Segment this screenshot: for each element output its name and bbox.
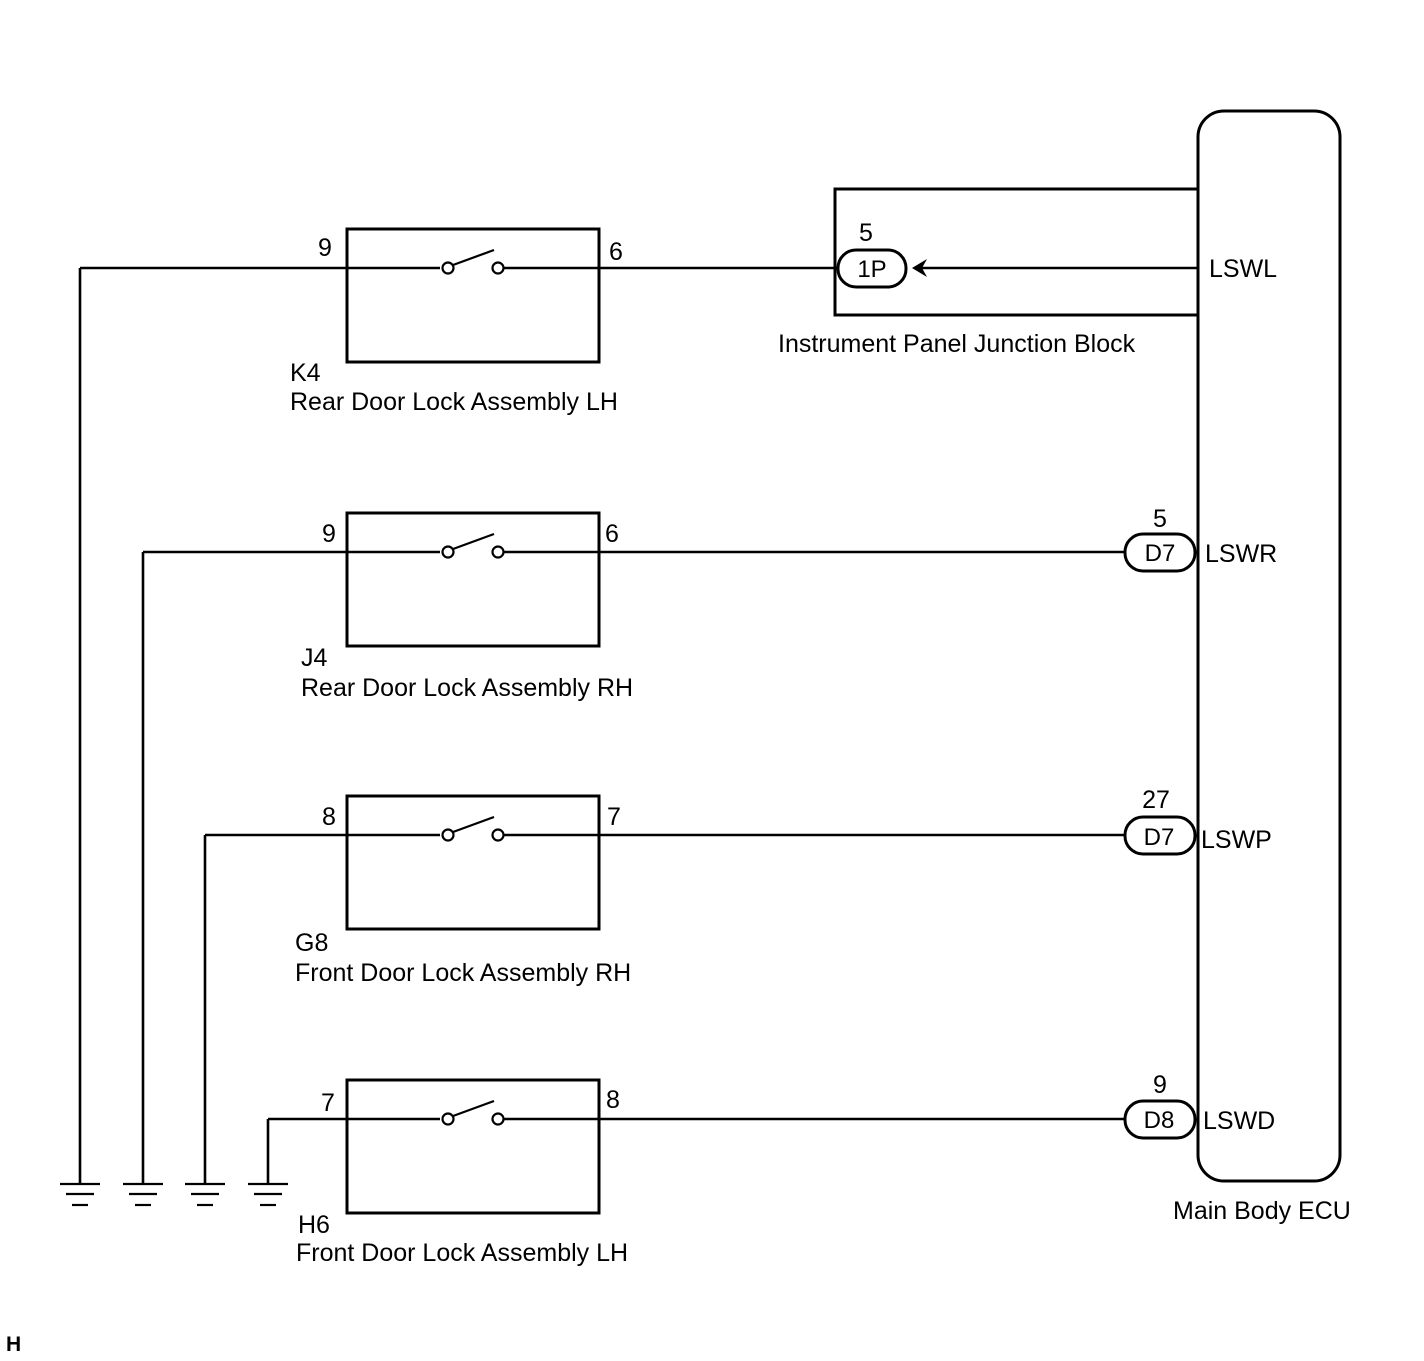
junction-block-name: Instrument Panel Junction Block bbox=[778, 330, 1136, 358]
connector-id: D8 bbox=[1144, 1107, 1175, 1134]
component-name: Front Door Lock Assembly RH bbox=[295, 959, 631, 987]
pin-right: 8 bbox=[606, 1086, 620, 1114]
component-name: Rear Door Lock Assembly LH bbox=[290, 388, 618, 416]
switch-terminal bbox=[491, 261, 505, 275]
switch-terminal bbox=[491, 545, 505, 559]
component-h6: 7 8 H6 Front Door Lock Assembly LH bbox=[268, 1078, 1125, 1267]
component-box bbox=[345, 227, 601, 364]
component-code: K4 bbox=[290, 359, 321, 387]
component-box bbox=[345, 511, 601, 648]
switch-terminal bbox=[441, 828, 455, 842]
switch-contact bbox=[452, 1099, 495, 1118]
pin-right: 7 bbox=[607, 803, 621, 831]
pin-left: 9 bbox=[322, 520, 336, 548]
connector-id: 1P bbox=[857, 256, 886, 283]
connector-pin: 9 bbox=[1153, 1071, 1167, 1099]
connector-pin: 27 bbox=[1142, 786, 1170, 814]
switch-terminal bbox=[491, 828, 505, 842]
footer-mark: H bbox=[6, 1333, 21, 1356]
pin-left: 8 bbox=[322, 803, 336, 831]
component-g8: 8 7 G8 Front Door Lock Assembly RH bbox=[205, 794, 1125, 987]
switch-terminal bbox=[441, 545, 455, 559]
pin-left: 9 bbox=[318, 234, 332, 262]
connector-shape bbox=[836, 248, 908, 289]
connector-shape bbox=[1123, 1099, 1197, 1140]
component-name: Front Door Lock Assembly LH bbox=[296, 1239, 628, 1267]
connector-pin: 5 bbox=[1153, 505, 1167, 533]
switch-terminal bbox=[491, 1112, 505, 1126]
junction-block bbox=[833, 187, 1198, 317]
pin-right: 6 bbox=[609, 238, 623, 266]
component-code: G8 bbox=[295, 929, 328, 957]
ground-icon bbox=[185, 1182, 225, 1207]
switch-terminal bbox=[441, 1112, 455, 1126]
component-j4: 9 6 J4 Rear Door Lock Assembly RH bbox=[143, 511, 1125, 702]
connector-pin: 5 bbox=[859, 219, 873, 247]
switch-contact bbox=[452, 248, 495, 267]
pin-left: 7 bbox=[321, 1089, 335, 1117]
component-code: H6 bbox=[298, 1211, 330, 1239]
switch-terminal bbox=[441, 261, 455, 275]
signal-label: LSWP bbox=[1201, 826, 1272, 854]
switch-contact bbox=[452, 815, 495, 834]
component-k4: 9 6 K4 Rear Door Lock Assembly LH bbox=[80, 227, 838, 416]
connector-shape bbox=[1123, 815, 1197, 856]
connector-shape bbox=[1123, 532, 1197, 573]
connector-id: D7 bbox=[1145, 540, 1176, 567]
connector-d8-lswd: D8 9 bbox=[1123, 1071, 1197, 1140]
pin-right: 6 bbox=[605, 520, 619, 548]
component-name: Rear Door Lock Assembly RH bbox=[301, 674, 633, 702]
connector-d7-lswr: D7 5 bbox=[1123, 505, 1197, 573]
signal-label: LSWL bbox=[1209, 255, 1277, 283]
component-box bbox=[345, 794, 601, 931]
ground-icon bbox=[248, 1182, 288, 1207]
component-code: J4 bbox=[301, 644, 328, 672]
connector-arrow-icon bbox=[912, 259, 927, 277]
signal-label: LSWR bbox=[1205, 540, 1277, 568]
ecu-name: Main Body ECU bbox=[1173, 1197, 1351, 1225]
connector-d7-lswp: D7 27 bbox=[1123, 786, 1197, 856]
switch-contact bbox=[452, 532, 495, 551]
connector-id: D7 bbox=[1144, 824, 1175, 851]
connector-1p: 1P 5 bbox=[836, 219, 1198, 289]
main-body-ecu bbox=[1196, 109, 1342, 1183]
ground-icon bbox=[60, 1182, 100, 1207]
signal-label: LSWD bbox=[1203, 1107, 1275, 1135]
ground-icon bbox=[123, 1182, 163, 1207]
component-box bbox=[345, 1078, 601, 1215]
